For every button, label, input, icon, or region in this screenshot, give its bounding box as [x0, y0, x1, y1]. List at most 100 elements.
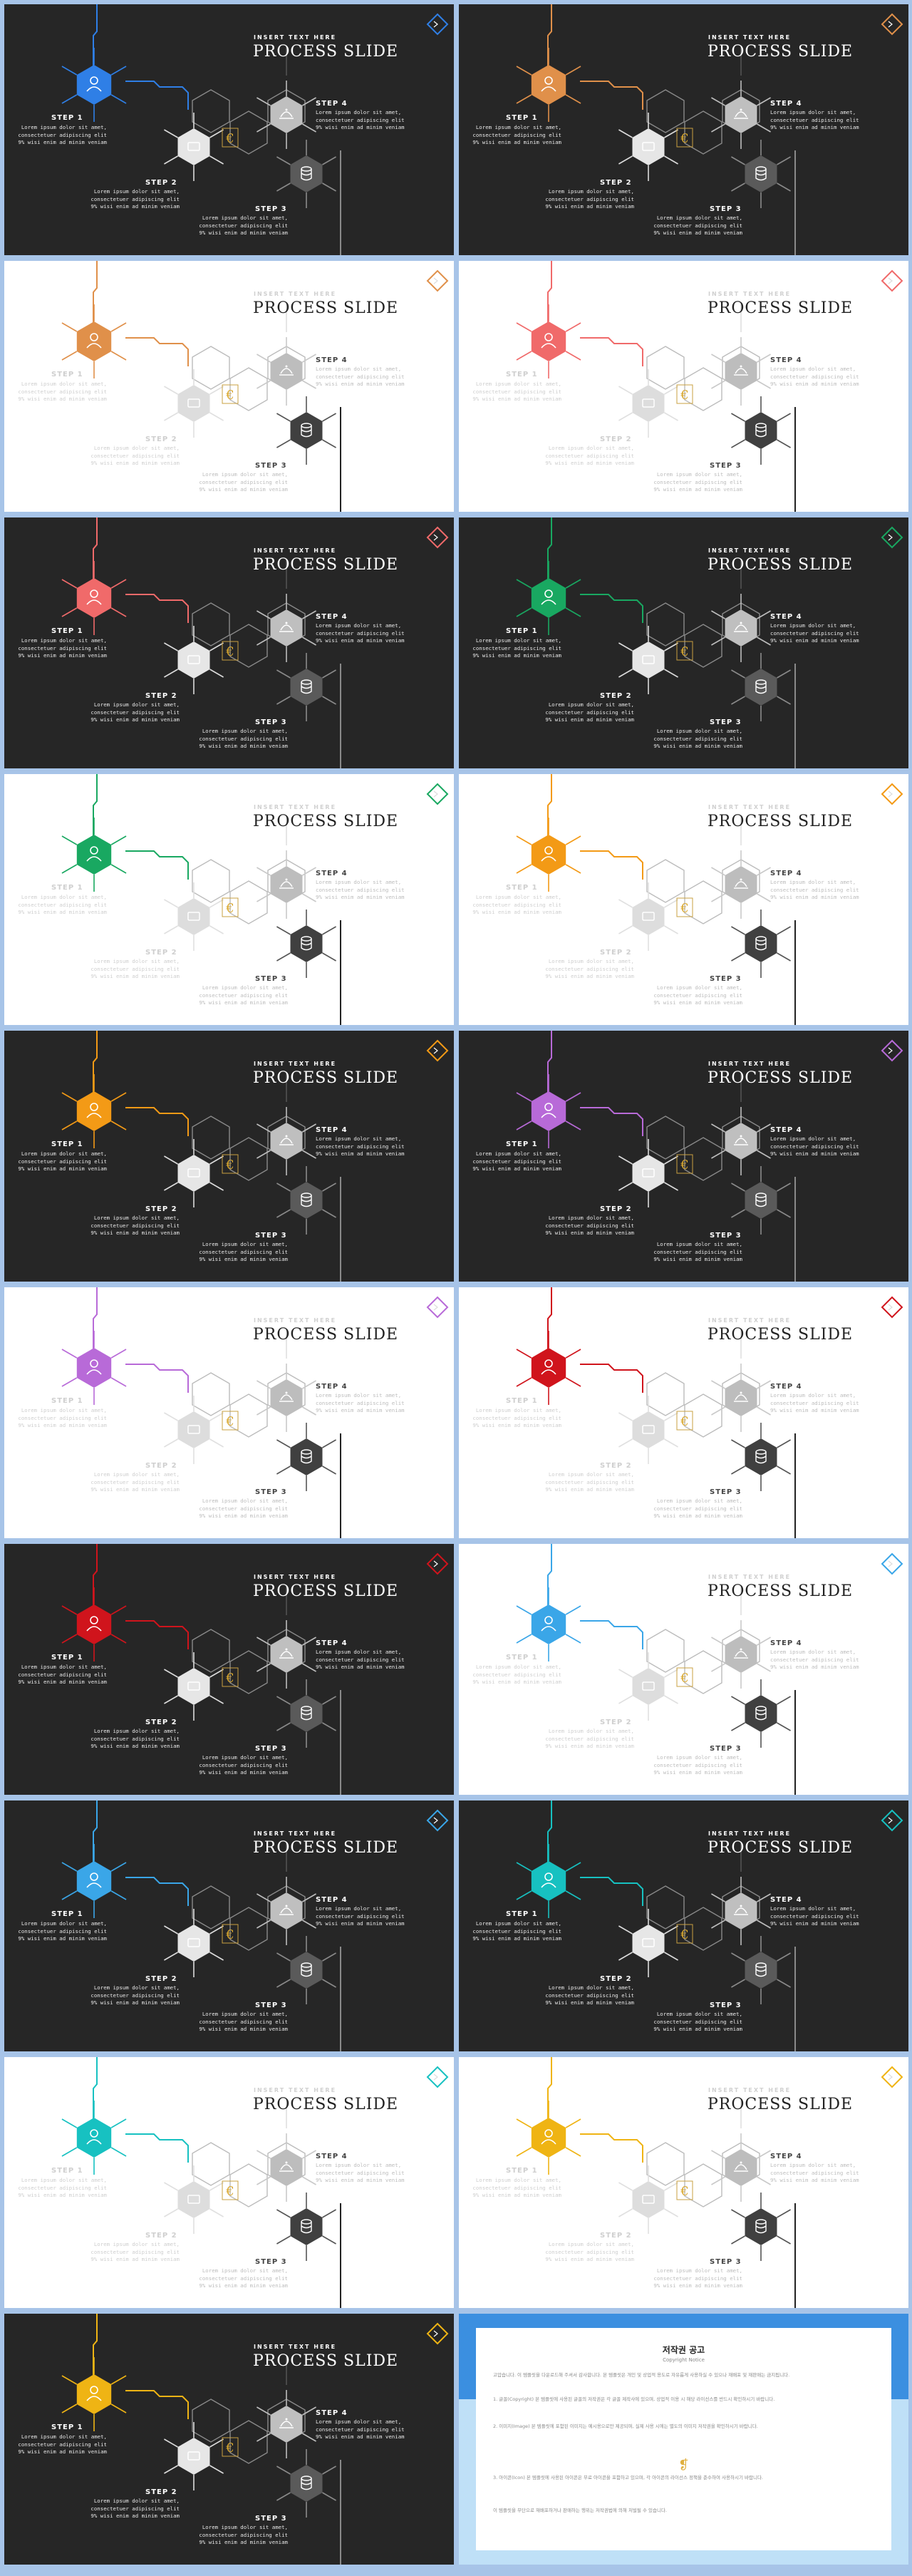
slide-title: PROCESS SLIDE: [708, 1582, 854, 1600]
process-slide-13[interactable]: € INSERT TEXT HERE PROCESS SLIDE STEP 1 …: [4, 1544, 454, 1795]
monitor-icon: [642, 1938, 655, 1947]
step4-label: STEP 4: [316, 100, 348, 108]
hex-spoke: [322, 926, 336, 935]
process-slide-4[interactable]: € INSERT TEXT HERE PROCESS SLIDE STEP 1 …: [459, 261, 908, 512]
hex-spoke: [516, 1890, 532, 1900]
step3-hex: [745, 1438, 777, 1475]
hex-spoke: [516, 1377, 532, 1387]
hex-spoke: [302, 97, 316, 106]
hex-spoke: [516, 2147, 532, 2157]
connector-line: [125, 594, 189, 623]
process-slide-8[interactable]: € INSERT TEXT HERE PROCESS SLIDE STEP 1 …: [459, 774, 908, 1025]
hex-spoke: [322, 2492, 336, 2501]
outline-hex: [192, 89, 230, 133]
process-slide-1[interactable]: € INSERT TEXT HERE PROCESS SLIDE STEP 1 …: [4, 4, 454, 255]
process-slide-17[interactable]: € INSERT TEXT HERE PROCESS SLIDE STEP 1 …: [4, 2057, 454, 2308]
hexagon-process-diagram: €: [61, 1800, 449, 2051]
hex-spoke: [256, 1406, 271, 1416]
insert-text-label: INSERT TEXT HERE: [254, 2344, 337, 2350]
step3-text: Lorem ipsum dolor sit amet, consectetuer…: [653, 728, 742, 749]
step4-hex: [270, 96, 303, 133]
connector-line: [580, 1620, 643, 1649]
hex-spoke: [757, 123, 771, 133]
step4-hex: [725, 1636, 757, 1673]
outline-hex: [192, 2399, 230, 2443]
hex-spoke: [516, 322, 532, 332]
outline-hex: [229, 1650, 268, 1694]
cloche-icon: [279, 1391, 294, 1402]
outline-hex: [646, 1372, 685, 1416]
database-icon: [755, 679, 767, 694]
step1-hex: [531, 1604, 566, 1644]
hex-spoke: [664, 1155, 678, 1165]
hex-spoke: [516, 607, 532, 617]
process-slide-18[interactable]: € INSERT TEXT HERE PROCESS SLIDE STEP 1 …: [459, 2057, 908, 2308]
slide-title: PROCESS SLIDE: [708, 1839, 854, 1857]
hex-spoke: [757, 1150, 771, 1159]
database-icon: [301, 936, 312, 951]
outline-hex: [646, 859, 685, 903]
hex-spoke: [256, 380, 271, 389]
hex-spoke: [302, 1406, 316, 1416]
connector-line: [580, 1364, 643, 1393]
hexagon-process-diagram: €: [61, 2314, 449, 2565]
step4-text: Lorem ipsum dolor sit amet, consectetuer…: [316, 109, 405, 130]
hex-spoke: [61, 351, 78, 361]
copyright-slide[interactable]: 저작권 공고 Copyright Notice 고맙습니다. 이 템플릿을 다운…: [459, 2314, 908, 2565]
process-slide-9[interactable]: € INSERT TEXT HERE PROCESS SLIDE STEP 1 …: [4, 1031, 454, 1282]
process-slide-2[interactable]: € INSERT TEXT HERE PROCESS SLIDE STEP 1 …: [459, 4, 908, 255]
hex-spoke: [209, 2182, 224, 2191]
step2-hex: [632, 1155, 665, 1192]
hex-spoke: [322, 952, 336, 962]
hex-spoke: [516, 94, 532, 104]
step4-hex: [270, 1123, 303, 1160]
process-slide-5[interactable]: € INSERT TEXT HERE PROCESS SLIDE STEP 1 …: [4, 517, 454, 768]
process-slide-16[interactable]: € INSERT TEXT HERE PROCESS SLIDE STEP 1 …: [459, 1800, 908, 2051]
hex-spoke: [302, 354, 316, 363]
user-icon: [541, 76, 556, 92]
outline-hex: [192, 1372, 230, 1416]
database-icon: [755, 1449, 767, 1464]
process-slide-15[interactable]: € INSERT TEXT HERE PROCESS SLIDE STEP 1 …: [4, 1800, 454, 2051]
step4-hex: [725, 2149, 757, 2186]
hex-spoke: [618, 642, 633, 651]
hex-spoke: [618, 412, 633, 421]
connector-line: [125, 2133, 189, 2163]
outline-hex: [229, 367, 268, 411]
process-slide-3[interactable]: € INSERT TEXT HERE PROCESS SLIDE STEP 1 …: [4, 261, 454, 512]
process-slide-6[interactable]: € INSERT TEXT HERE PROCESS SLIDE STEP 1 …: [459, 517, 908, 768]
hex-spoke: [302, 1637, 316, 1646]
step2-label: STEP 2: [145, 949, 177, 957]
svg-text:€: €: [225, 1158, 234, 1173]
step3-label: STEP 3: [255, 2515, 287, 2523]
connector-line: [547, 1800, 552, 1869]
process-slide-10[interactable]: € INSERT TEXT HERE PROCESS SLIDE STEP 1 …: [459, 1031, 908, 1282]
step1-hex: [531, 321, 566, 361]
hex-spoke: [164, 669, 178, 678]
step4-label: STEP 4: [316, 1383, 348, 1391]
hex-spoke: [164, 1695, 178, 1704]
hex-spoke: [711, 1663, 725, 1672]
process-slide-7[interactable]: € INSERT TEXT HERE PROCESS SLIDE STEP 1 …: [4, 774, 454, 1025]
process-slide-12[interactable]: € INSERT TEXT HERE PROCESS SLIDE STEP 1 …: [459, 1287, 908, 1538]
hex-spoke: [209, 1412, 224, 1421]
step2-label: STEP 2: [600, 2232, 632, 2240]
hex-spoke: [110, 1605, 127, 1615]
process-slide-11[interactable]: € INSERT TEXT HERE PROCESS SLIDE STEP 1 …: [4, 1287, 454, 1538]
step4-label: STEP 4: [316, 870, 348, 877]
process-slide-14[interactable]: € INSERT TEXT HERE PROCESS SLIDE STEP 1 …: [459, 1544, 908, 1795]
outline-hex: [229, 2163, 268, 2207]
process-slide-19[interactable]: € INSERT TEXT HERE PROCESS SLIDE STEP 1 …: [4, 2314, 454, 2565]
hex-spoke: [711, 610, 725, 619]
step3-label: STEP 3: [710, 2001, 742, 2009]
hex-spoke: [711, 893, 725, 902]
hex-spoke: [731, 1696, 745, 1705]
slide-title: PROCESS SLIDE: [253, 299, 399, 317]
diamond-arrow-icon: [426, 1039, 449, 1062]
connector-line: [93, 2057, 98, 2126]
hex-spoke: [61, 1349, 78, 1359]
hex-spoke: [322, 2235, 336, 2245]
hex-spoke: [302, 610, 316, 619]
outline-hex: [192, 602, 230, 646]
hex-spoke: [276, 926, 291, 935]
